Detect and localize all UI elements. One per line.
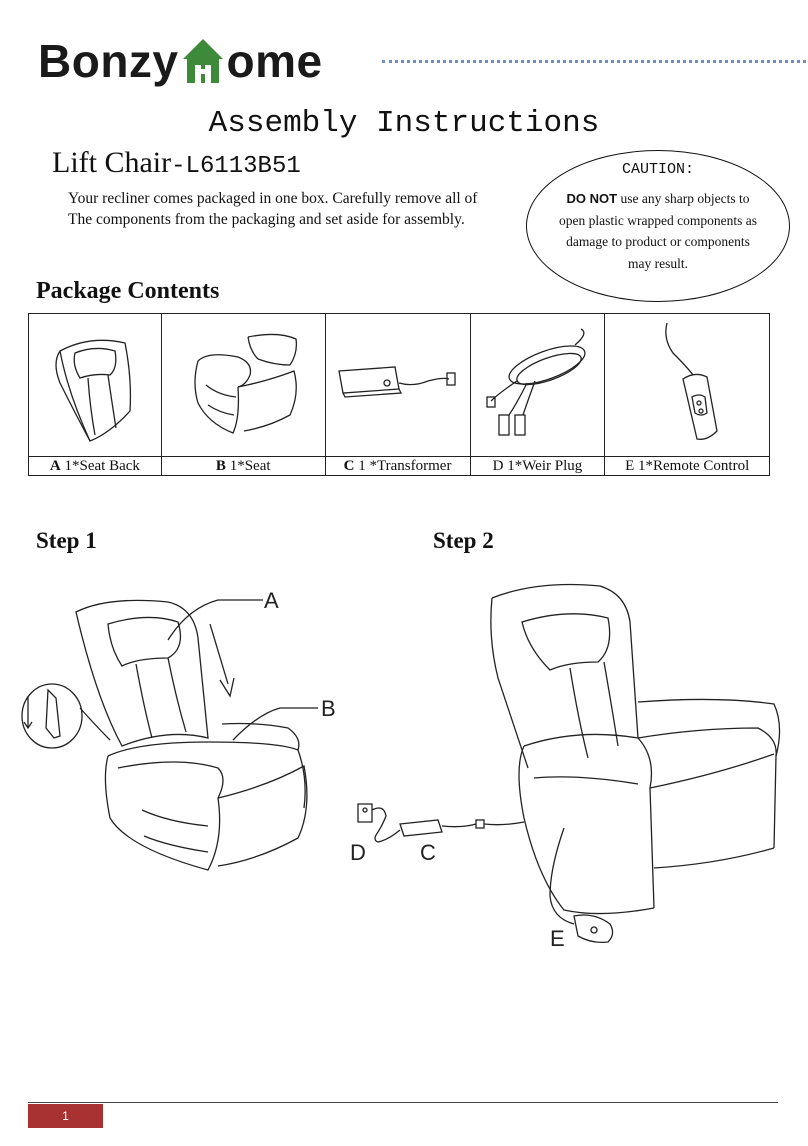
house-h-icon <box>182 39 223 83</box>
caution-callout: CAUTION: DO NOT use any sharp objects to… <box>526 150 790 302</box>
intro-text: Your recliner comes packaged in one box.… <box>68 188 528 230</box>
package-cell-b <box>160 313 326 457</box>
document-title: Assembly Instructions <box>208 106 600 141</box>
caution-emphasis: DO NOT <box>566 191 618 206</box>
package-cell-a <box>28 313 162 457</box>
package-contents-heading: Package Contents <box>36 278 220 304</box>
package-cell-d <box>469 313 606 457</box>
weir-plug-illustration <box>486 327 586 436</box>
package-cell-e <box>604 313 770 457</box>
step-1-illustration: A B <box>21 588 336 871</box>
intro-line-2: The components from the packaging and se… <box>68 211 465 228</box>
package-caption-e: E 1*Remote Control <box>604 456 770 476</box>
brand-name-right: ome <box>226 35 323 87</box>
header-dotted-rule <box>382 60 806 63</box>
intro-line-1: Your recliner comes packaged in one box.… <box>68 190 478 207</box>
product-model: -L6113B51 <box>171 153 301 180</box>
package-contents-table: A 1*Seat Back B 1*Seat C 1 *Transformer … <box>28 313 770 476</box>
package-caption-d: D 1*Weir Plug <box>469 456 606 476</box>
package-caption-b: B 1*Seat <box>160 456 326 476</box>
step-1-label-a: A <box>264 588 279 613</box>
seat-back-illustration <box>55 339 132 442</box>
caution-heading: CAUTION: <box>621 161 694 178</box>
package-cell-c <box>324 313 471 457</box>
product-name: Lift Chair <box>52 146 172 179</box>
brand-name-left: Bonzy <box>38 35 179 87</box>
package-caption-c: C 1 *Transformer <box>324 456 471 476</box>
step-1-label-b: B <box>321 696 336 721</box>
remote-control-illustration <box>665 322 718 440</box>
caution-body: DO NOT use any sharp objects to open pla… <box>558 188 758 274</box>
product-heading: Lift Chair-L6113B51 <box>52 146 301 180</box>
step-2-label-e: E <box>550 926 565 951</box>
page-number: 1 <box>28 1104 103 1128</box>
step-2-label-d: D <box>350 840 366 865</box>
seat-illustration <box>194 333 298 434</box>
footer-rule <box>28 1102 778 1103</box>
caution-text: use any sharp objects to open plastic wr… <box>559 191 757 271</box>
step-2-illustration: D C E <box>350 583 781 951</box>
package-caption-a: A 1*Seat Back <box>28 456 162 476</box>
step-2-heading: Step 2 <box>433 528 494 553</box>
transformer-illustration <box>337 365 456 398</box>
brand-logo: Bonzy ome <box>38 26 323 96</box>
step-1-heading: Step 1 <box>36 528 97 553</box>
step-2-label-c: C <box>420 840 436 865</box>
